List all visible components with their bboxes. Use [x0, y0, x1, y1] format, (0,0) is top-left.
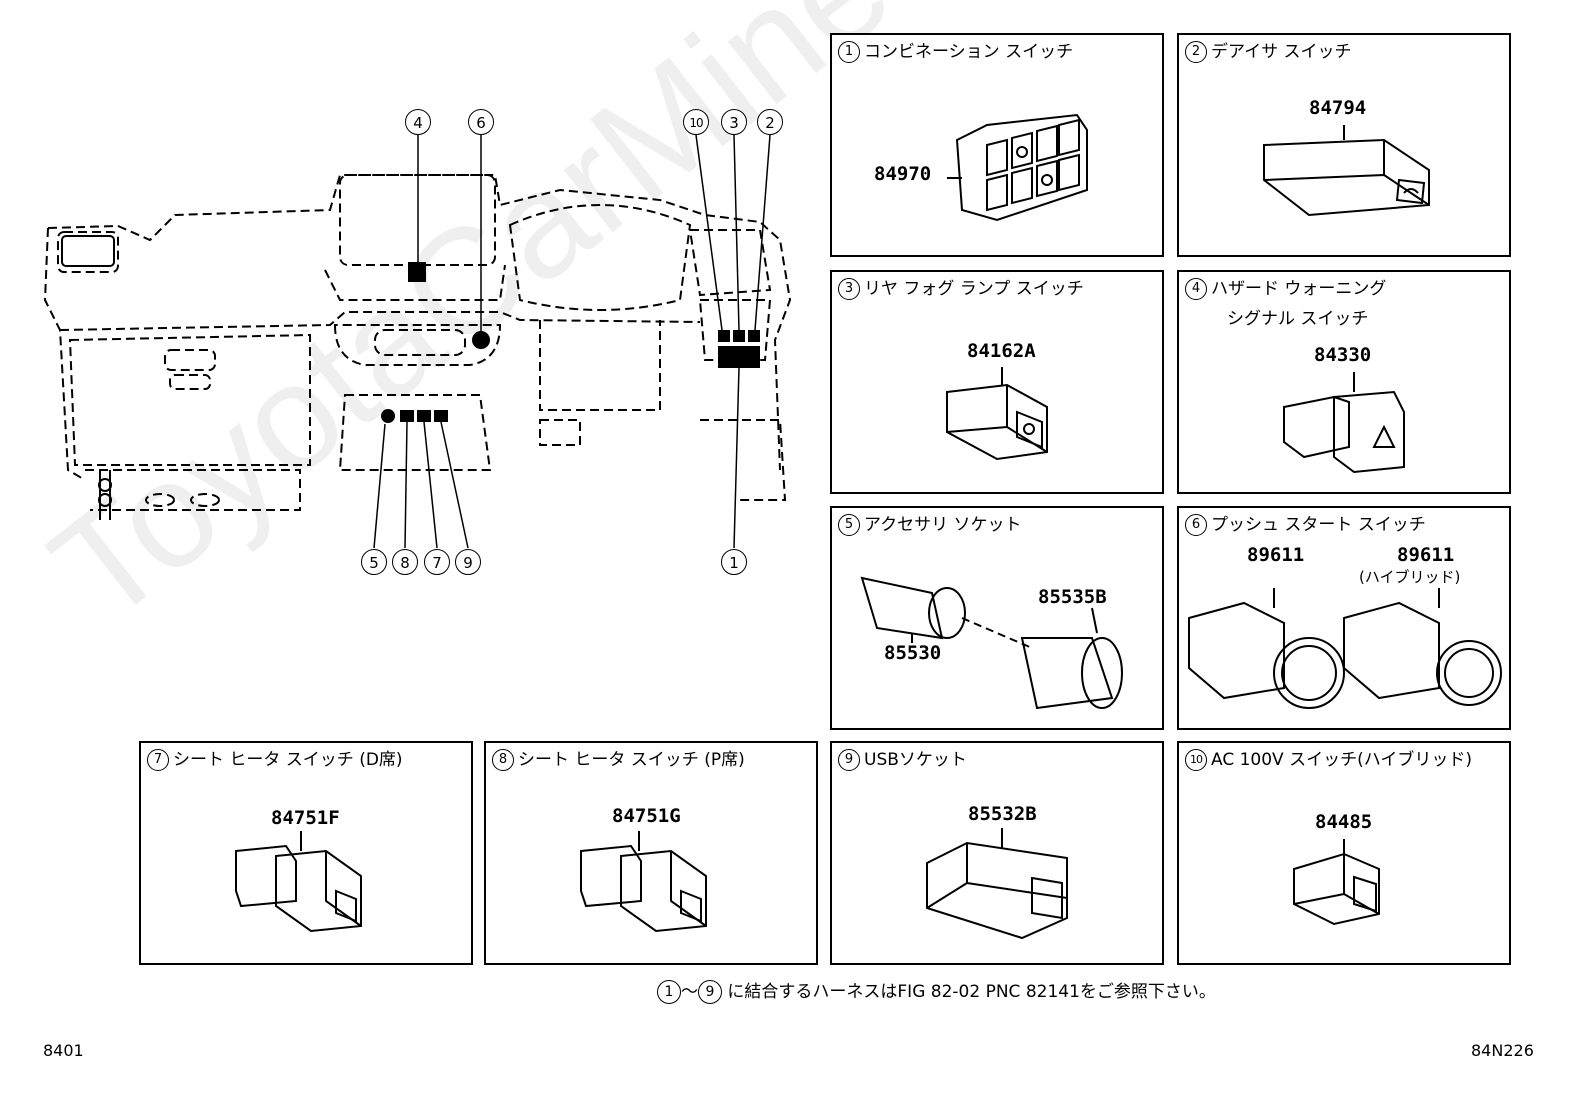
part-number-85535B: 85535B [1038, 586, 1107, 608]
callout-10: 10 [683, 109, 709, 135]
callout-5: 5 [361, 549, 387, 575]
part-number: 84330 [1314, 344, 1372, 366]
dashboard-illustration [43, 134, 792, 549]
note-sep: 〜 [681, 982, 698, 1002]
callout-4: 4 [405, 109, 431, 135]
part-number-89611-hybrid: 89611 [1397, 544, 1455, 566]
callout-7: 7 [424, 549, 450, 575]
callout-8: 8 [392, 549, 418, 575]
footer-left-code: 8401 [43, 1041, 84, 1060]
part-number: 84794 [1309, 97, 1367, 119]
part-number: 84485 [1315, 811, 1373, 833]
accessory-socket-drawing [860, 576, 1123, 710]
ac100v-switch-drawing [1293, 839, 1380, 926]
note-text: に結合するハーネスはFIG 82-02 PNC 82141をご参照下さい。 [727, 982, 1216, 1002]
callout-3: 3 [721, 109, 747, 135]
hazard-switch-drawing [1283, 372, 1405, 474]
note-from: 1 [657, 980, 681, 1004]
usb-socket-drawing [926, 828, 1068, 940]
callout-6: 6 [468, 109, 494, 135]
hybrid-label: (ハイブリッド) [1359, 568, 1461, 586]
callout-9: 9 [455, 549, 481, 575]
harness-note: 1〜9 に結合するハーネスはFIG 82-02 PNC 82141をご参照下さい… [657, 977, 1216, 1004]
part-number-85530: 85530 [884, 642, 942, 664]
rear-fog-switch-drawing [946, 367, 1048, 461]
seat-heater-driver-drawing [235, 831, 362, 933]
panel-title-line2: シグナル スイッチ [1227, 309, 1369, 329]
part-number-89611: 89611 [1247, 544, 1305, 566]
combination-switch-drawing [947, 113, 1088, 222]
callout-1: 1 [721, 549, 747, 575]
push-start-switch-drawing [1188, 588, 1502, 709]
seat-heater-passenger-drawing [580, 831, 707, 933]
deicer-switch-drawing [1263, 125, 1430, 217]
part-number: 84970 [874, 163, 932, 185]
part-number: 85532B [968, 803, 1037, 825]
footer-right-code: 84N226 [1471, 1041, 1534, 1060]
callout-2: 2 [757, 109, 783, 135]
part-number: 84162A [967, 340, 1036, 362]
part-number: 84751F [271, 807, 340, 829]
part-number: 84751G [612, 805, 681, 827]
note-to: 9 [698, 980, 722, 1004]
